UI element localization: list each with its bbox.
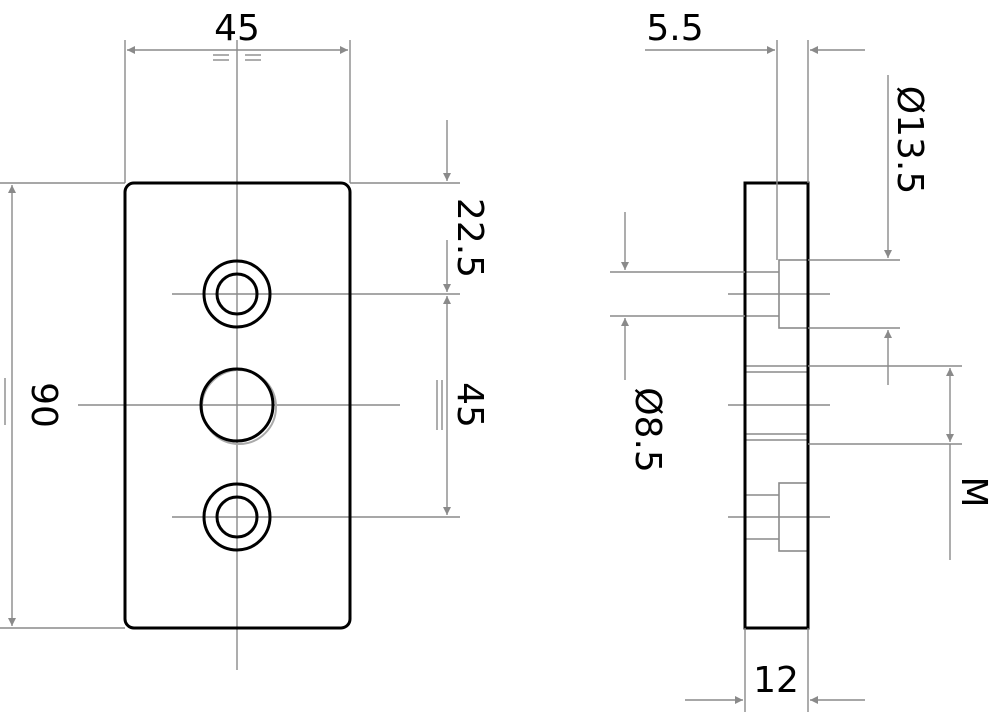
plate-outline	[123, 181, 352, 630]
top-offset-label: 22.5	[449, 198, 490, 278]
height-label: 90	[23, 382, 64, 428]
dimension-thread: M	[808, 365, 994, 560]
hole-bottom	[215, 495, 259, 539]
hole-diameter-label: Ø8.5	[627, 387, 668, 473]
side-view	[728, 181, 830, 630]
counterbore-diameter-label: Ø13.5	[889, 86, 930, 195]
dimension-height: 90	[0, 182, 125, 629]
counterbore-top	[202, 259, 272, 329]
thickness-label: 12	[753, 660, 799, 701]
dimension-hole-positions: 22.5 45	[350, 120, 490, 515]
front-view	[78, 40, 460, 670]
dimension-hole-diameter: Ø8.5	[610, 212, 745, 473]
hole-spacing-label: 45	[449, 382, 490, 428]
hole-middle	[199, 367, 275, 443]
dimension-width: 45	[124, 8, 351, 183]
dimension-counterbore-depth: 5.5	[645, 8, 865, 260]
dimension-thickness: 12	[685, 628, 865, 712]
hole-top	[215, 272, 259, 316]
thread-label: M	[953, 476, 994, 507]
dimension-counterbore-diameter: Ø13.5	[808, 75, 930, 385]
counterbore-depth-label: 5.5	[646, 8, 703, 49]
width-label: 45	[214, 8, 260, 49]
counterbore-bottom	[202, 482, 272, 552]
